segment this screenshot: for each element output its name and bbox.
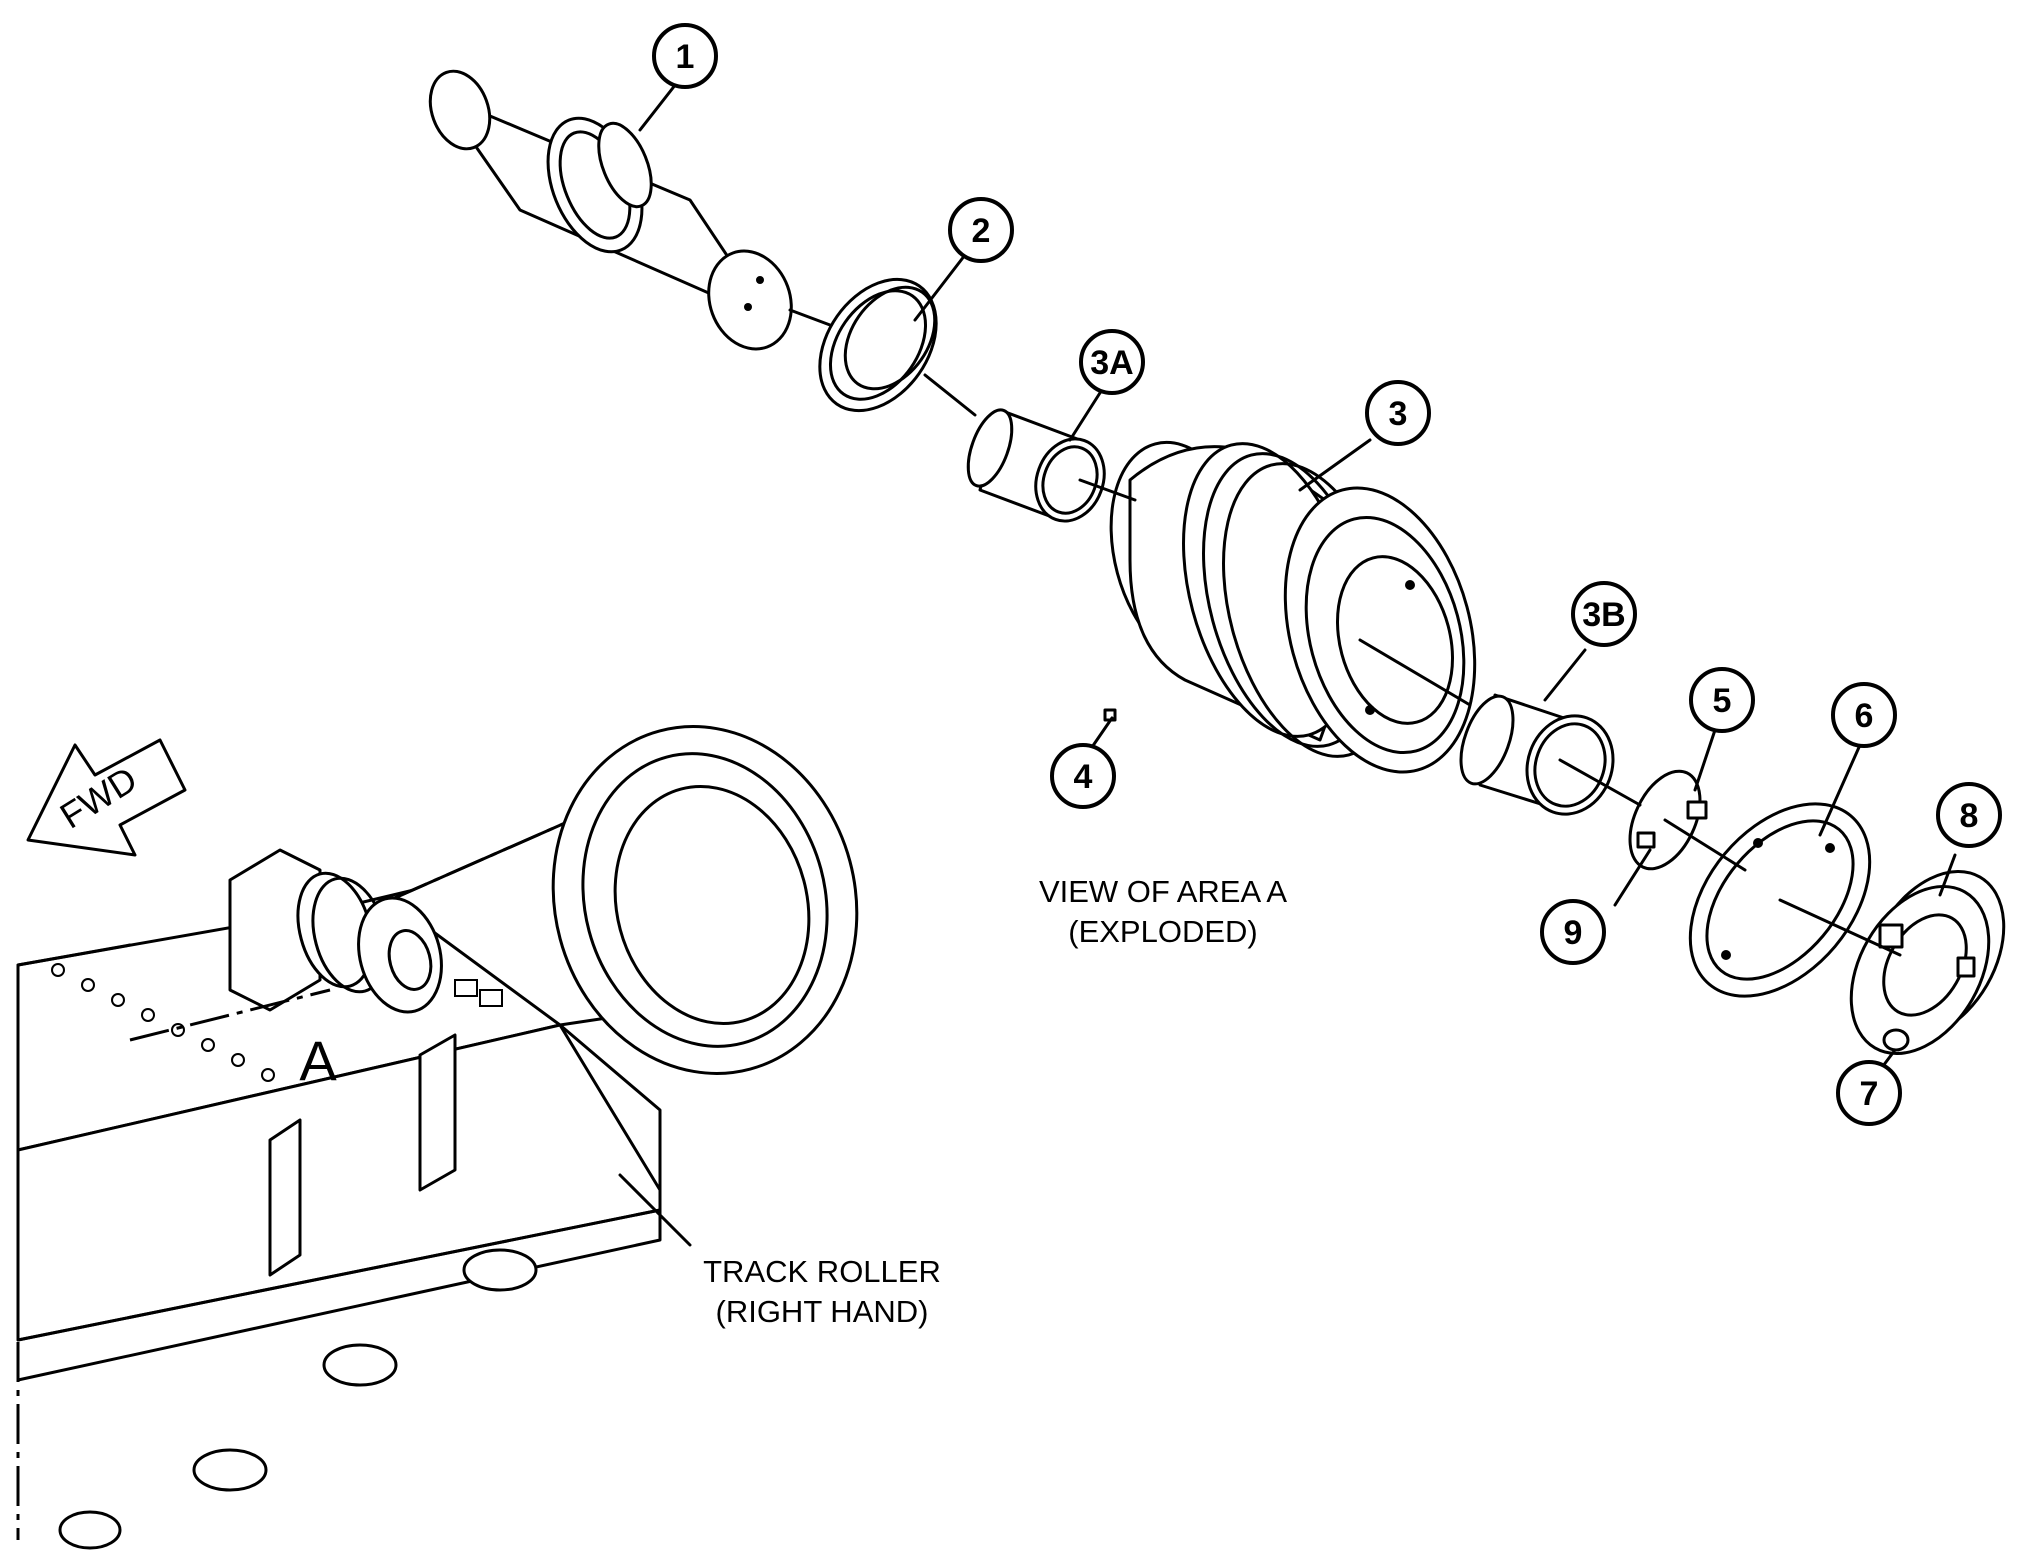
callout-9: 9 bbox=[1540, 899, 1606, 965]
callout-2: 2 bbox=[948, 197, 1014, 263]
assembly-axis-lines bbox=[788, 308, 1902, 957]
callout-3-label: 3 bbox=[1389, 395, 1408, 433]
callout-3b: 3B bbox=[1571, 581, 1637, 647]
callout-3a-label: 3A bbox=[1090, 344, 1133, 382]
callout-9-label: 9 bbox=[1564, 914, 1583, 952]
callout-5-label: 5 bbox=[1713, 682, 1732, 720]
forward-arrow-icon: FWD bbox=[26, 738, 187, 857]
callout-7: 7 bbox=[1836, 1060, 1902, 1126]
callout-1: 1 bbox=[652, 23, 718, 89]
callout-1-label: 1 bbox=[676, 38, 695, 76]
callout-4-label: 4 bbox=[1074, 758, 1093, 796]
roller-part-3 bbox=[1109, 440, 1477, 774]
track-roller-leader bbox=[618, 1173, 692, 1247]
callout-6: 6 bbox=[1831, 682, 1897, 748]
undercarriage-frame bbox=[16, 725, 859, 1550]
track-roller-caption-line2: (RIGHT HAND) bbox=[716, 1294, 929, 1329]
cap-part-8 bbox=[1849, 869, 2006, 1056]
callout-5: 5 bbox=[1689, 667, 1755, 733]
view-caption-line1: VIEW OF AREA A bbox=[1039, 874, 1287, 909]
callout-6-label: 6 bbox=[1855, 697, 1874, 735]
callout-7-label: 7 bbox=[1860, 1075, 1879, 1113]
callout-4: 4 bbox=[1050, 743, 1116, 809]
bushing-part-3b bbox=[1459, 693, 1615, 816]
bushing-part-3a bbox=[966, 408, 1106, 523]
callout-8: 8 bbox=[1936, 782, 2002, 848]
area-a-label: A bbox=[299, 1029, 337, 1092]
callout-3b-label: 3B bbox=[1582, 596, 1625, 634]
shaft-part-1 bbox=[428, 69, 793, 351]
track-roller-caption-line1: TRACK ROLLER bbox=[703, 1254, 941, 1289]
view-caption-line2: (EXPLODED) bbox=[1068, 914, 1257, 949]
callout-2-label: 2 bbox=[972, 212, 991, 250]
callout-8-label: 8 bbox=[1960, 797, 1979, 835]
callout-3: 3 bbox=[1365, 380, 1431, 446]
callout-3a: 3A bbox=[1079, 329, 1145, 395]
seal-part-2 bbox=[818, 277, 938, 413]
